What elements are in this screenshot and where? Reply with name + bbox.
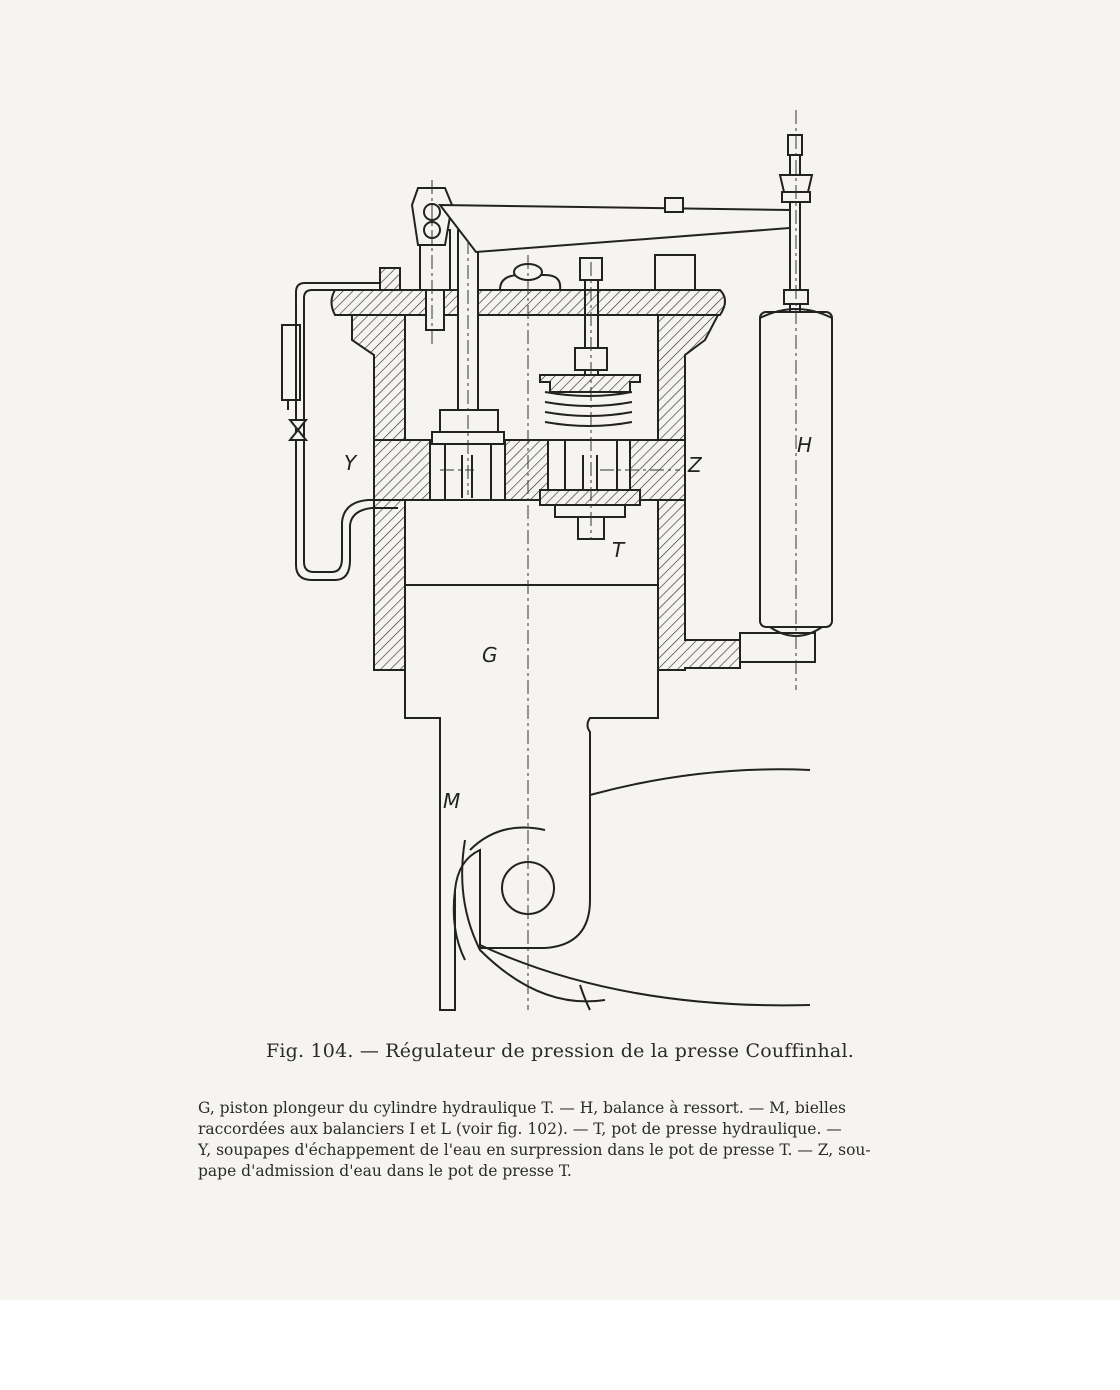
valve-y-head [439,409,499,433]
lever-arc-lower [479,944,811,1007]
legend-line: pape d'admission d'eau dans le pot de pr… [198,1162,572,1180]
figure-legend: G, piston plongeur du cylindre hydrauliq… [198,1098,1018,1182]
legend-line: Y, soupapes d'échappement de l'eau en su… [198,1141,871,1159]
footer-band [0,1300,1120,1390]
right-pillar [654,254,696,291]
legend-line: raccordées aux balanciers I et L (voir f… [198,1120,842,1138]
link-m [461,839,606,1003]
pipe-h-to-cylinder [739,632,816,663]
link-m-outer [452,889,466,961]
valve-z-seat [539,489,641,506]
label-m: M [443,789,460,813]
spring-cap [539,374,641,393]
valve-z-spring [544,391,633,427]
center-cap [498,274,562,291]
valve-cock [287,419,309,441]
figure-caption: Fig. 104. — Régulateur de pression de la… [266,1040,854,1062]
label-y: Y [344,451,358,475]
label-g: G [482,643,498,667]
label-t: T [612,538,626,562]
left-pipe [295,282,398,581]
manometer [281,324,301,401]
label-z: Z [687,453,703,477]
upper-lever [437,203,791,254]
pressure-regulator-diagram: H Y Z T G M [281,110,833,1011]
plunger-piston-g [404,499,659,1011]
label-h: H [797,433,812,457]
lever-arc-upper [589,768,811,796]
partition-left [373,439,431,501]
legend-line: G, piston plongeur du cylindre hydrauliq… [198,1099,846,1117]
cover-flange [379,267,401,291]
